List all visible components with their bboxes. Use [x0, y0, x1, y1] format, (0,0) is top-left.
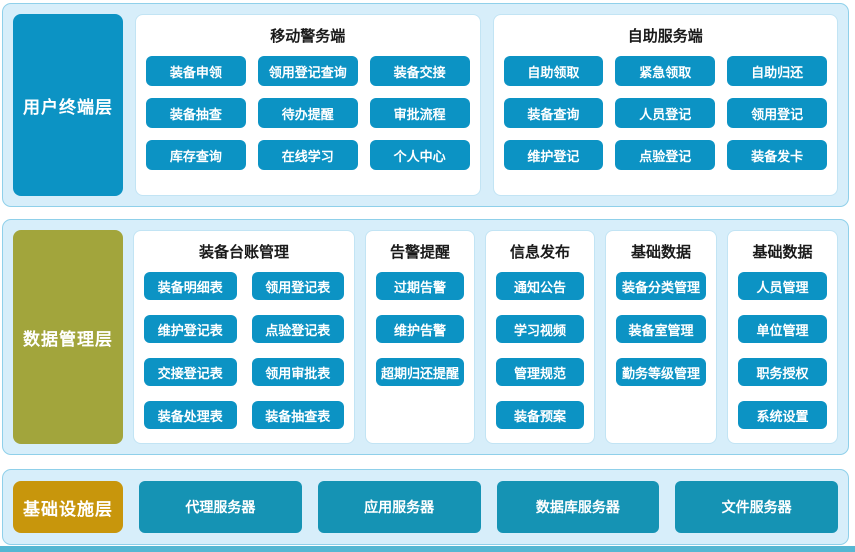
server-button: 应用服务器	[317, 481, 481, 533]
feature-button: 维护登记表	[144, 315, 237, 343]
feature-button: 个人中心	[369, 140, 470, 170]
feature-button: 库存查询	[146, 140, 246, 170]
feature-button: 交接登记表	[144, 358, 237, 386]
feature-button: 人员管理	[738, 272, 827, 300]
panel-base-data-2: 基础数据 人员管理单位管理职务授权系统设置	[727, 230, 838, 444]
feature-button: 装备分类管理	[616, 272, 706, 300]
layer-label-data-management: 数据管理层	[13, 230, 123, 444]
feature-button: 装备查询	[503, 98, 604, 128]
feature-button: 装备抽查表	[251, 401, 344, 429]
server-buttons: 代理服务器应用服务器数据库服务器文件服务器	[139, 481, 838, 533]
info-publish-buttons: 通知公告学习视频管理规范装备预案	[496, 272, 584, 429]
feature-button: 自助领取	[503, 56, 604, 86]
panel-base-data-1: 基础数据 装备分类管理装备室管理勤务等级管理	[605, 230, 717, 444]
feature-button: 维护登记	[503, 140, 604, 170]
feature-button: 装备处理表	[144, 401, 237, 429]
feature-button: 点验登记表	[251, 315, 344, 343]
feature-button: 装备申领	[146, 56, 246, 86]
feature-button: 领用登记	[727, 98, 827, 128]
panel-equipment-ledger: 装备台账管理 装备明细表领用登记表维护登记表点验登记表交接登记表领用审批表装备处…	[133, 230, 355, 444]
panel-title-base-data-2: 基础数据	[752, 244, 813, 261]
panel-title-equipment-ledger: 装备台账管理	[198, 244, 289, 261]
mobile-police-buttons: 装备申领领用登记查询装备交接装备抽查待办提醒审批流程库存查询在线学习个人中心	[146, 56, 470, 170]
bottom-accent-strip	[0, 546, 855, 552]
panel-title-alert-reminder: 告警提醒	[389, 244, 450, 261]
panel-title-base-data-1: 基础数据	[630, 244, 691, 261]
feature-button: 装备交接	[369, 56, 470, 86]
feature-button: 点验登记	[615, 140, 716, 170]
feature-button: 紧急领取	[615, 56, 716, 86]
feature-button: 领用登记表	[251, 272, 344, 300]
panel-title-info-publish: 信息发布	[509, 244, 570, 261]
equipment-ledger-buttons: 装备明细表领用登记表维护登记表点验登记表交接登记表领用审批表装备处理表装备抽查表	[144, 272, 344, 429]
feature-button: 在线学习	[257, 140, 358, 170]
feature-button: 职务授权	[738, 358, 827, 386]
panel-self-service: 自助服务端 自助领取紧急领取自助归还装备查询人员登记领用登记维护登记点验登记装备…	[492, 14, 838, 196]
panel-alert-reminder: 告警提醒 过期告警维护告警超期归还提醒	[365, 230, 475, 444]
layer-label-infrastructure: 基础设施层	[13, 481, 123, 533]
feature-button: 过期告警	[376, 272, 464, 300]
layer-data-management: 数据管理层 装备台账管理 装备明细表领用登记表维护登记表点验登记表交接登记表领用…	[2, 219, 849, 455]
feature-button: 装备预案	[496, 401, 584, 429]
panel-title-self-service: 自助服务端	[627, 28, 703, 45]
feature-button: 维护告警	[376, 315, 464, 343]
feature-button: 装备发卡	[727, 140, 827, 170]
server-button: 代理服务器	[139, 481, 302, 533]
base-data-2-buttons: 人员管理单位管理职务授权系统设置	[738, 272, 827, 429]
server-button: 数据库服务器	[496, 481, 660, 533]
feature-button: 通知公告	[496, 272, 584, 300]
feature-button: 待办提醒	[257, 98, 358, 128]
panel-mobile-police: 移动警务端 装备申领领用登记查询装备交接装备抽查待办提醒审批流程库存查询在线学习…	[135, 14, 481, 196]
feature-button: 审批流程	[369, 98, 470, 128]
panel-info-publish: 信息发布 通知公告学习视频管理规范装备预案	[485, 230, 595, 444]
layer-infrastructure: 基础设施层 代理服务器应用服务器数据库服务器文件服务器	[2, 469, 849, 545]
layer-label-user-terminal: 用户终端层	[13, 14, 123, 196]
feature-button: 学习视频	[496, 315, 584, 343]
base-data-1-buttons: 装备分类管理装备室管理勤务等级管理	[616, 272, 706, 386]
layer-user-terminal: 用户终端层 移动警务端 装备申领领用登记查询装备交接装备抽查待办提醒审批流程库存…	[2, 3, 849, 207]
feature-button: 系统设置	[738, 401, 827, 429]
feature-button: 领用登记查询	[257, 56, 358, 86]
feature-button: 超期归还提醒	[376, 358, 464, 386]
panel-title-mobile-police: 移动警务端	[270, 28, 346, 45]
feature-button: 装备明细表	[144, 272, 237, 300]
feature-button: 人员登记	[615, 98, 716, 128]
feature-button: 装备抽查	[146, 98, 246, 128]
feature-button: 自助归还	[727, 56, 827, 86]
alert-reminder-buttons: 过期告警维护告警超期归还提醒	[376, 272, 464, 386]
feature-button: 领用审批表	[251, 358, 344, 386]
feature-button: 装备室管理	[616, 315, 706, 343]
self-service-buttons: 自助领取紧急领取自助归还装备查询人员登记领用登记维护登记点验登记装备发卡	[503, 56, 827, 170]
server-button: 文件服务器	[675, 481, 838, 533]
feature-button: 勤务等级管理	[616, 358, 706, 386]
feature-button: 单位管理	[738, 315, 827, 343]
feature-button: 管理规范	[496, 358, 584, 386]
